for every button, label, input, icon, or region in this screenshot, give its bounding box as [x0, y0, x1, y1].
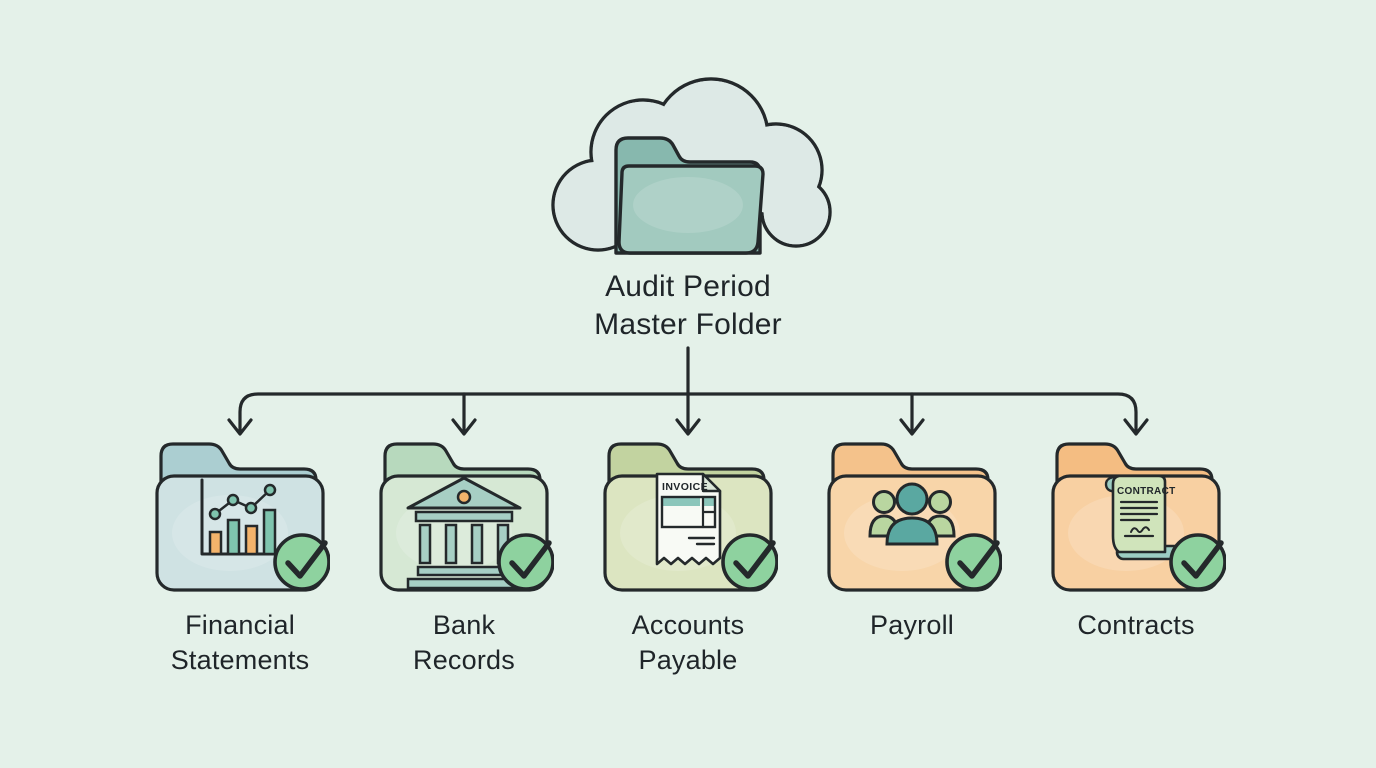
check-badge	[945, 533, 1002, 591]
check-badge	[721, 533, 778, 591]
branch-line	[238, 392, 1138, 433]
invoice-icon: INVOICE	[655, 472, 722, 566]
folder-node-accounts-payable: INVOICE Accounts Payable	[583, 438, 793, 678]
people-icon	[868, 482, 956, 546]
folder-icon: INVOICE	[603, 442, 778, 592]
check-icon	[285, 540, 328, 579]
folder-label: Financial Statements	[170, 610, 310, 675]
arrow-down-icon	[451, 418, 477, 436]
master-folder-icon	[614, 136, 765, 255]
check-icon	[733, 540, 776, 579]
root-node	[528, 70, 848, 270]
check-badge	[273, 533, 330, 591]
folder-node-contracts: CONTRACT Contracts	[1031, 438, 1241, 643]
check-badge	[1169, 533, 1226, 591]
contract-label: CONTRACT	[1117, 486, 1176, 497]
contract-scroll-icon: CONTRACT	[1104, 474, 1183, 561]
check-badge	[497, 533, 554, 591]
folder-label: Contracts	[1077, 610, 1195, 640]
check-icon	[957, 540, 1000, 579]
folder-label: Accounts Payable	[631, 610, 745, 675]
bar-chart-icon	[200, 478, 282, 556]
arrow-down-icon	[675, 418, 701, 436]
cloud-folder-icon	[551, 77, 832, 255]
check-icon	[509, 540, 552, 579]
folder-icon	[827, 442, 1002, 592]
folder-icon	[155, 442, 330, 592]
folder-node-financial-statements: Financial Statements	[135, 438, 345, 678]
folder-label: Payroll	[870, 610, 954, 640]
check-icon	[1181, 540, 1224, 579]
root-label: Audit Period Master Folder	[488, 268, 888, 344]
folder-icon: CONTRACT	[1051, 442, 1226, 592]
root-label-line-1: Audit Period	[605, 270, 771, 303]
folder-label: Bank Records	[413, 610, 515, 675]
folder-node-payroll: Payroll	[807, 438, 1017, 643]
root-label-line-2: Master Folder	[594, 308, 782, 341]
arrow-down-icon	[899, 418, 925, 436]
arrow-down-icon	[1123, 418, 1149, 436]
folder-node-bank-records: Bank Records	[359, 438, 569, 678]
folder-icon	[379, 442, 554, 592]
arrow-down-icon	[227, 418, 253, 436]
invoice-label: INVOICE	[662, 481, 708, 493]
